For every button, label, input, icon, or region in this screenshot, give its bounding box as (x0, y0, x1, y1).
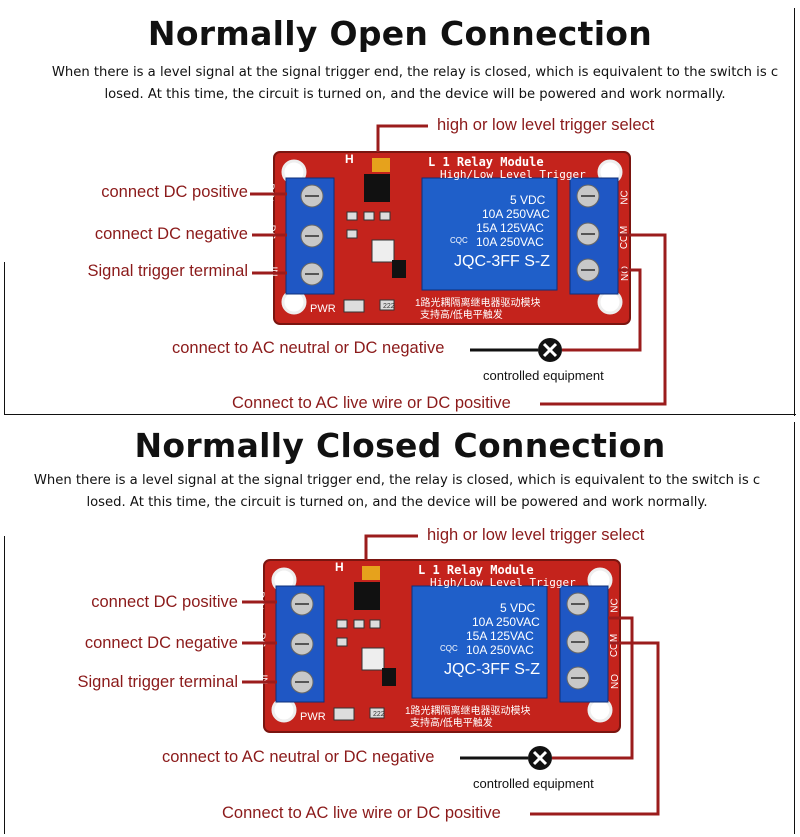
ac-neutral-label: connect to AC neutral or DC negative (162, 748, 435, 766)
wiring-lines (242, 534, 660, 816)
relay-rating-1: 10A 250VAC (472, 615, 540, 629)
smd-code: 222 (383, 303, 395, 310)
description-line-2: losed. At this time, the circuit is turn… (104, 87, 726, 102)
relay-rating-3: 10A 250VAC (476, 235, 544, 249)
outer-frame (4, 8, 795, 416)
left-frame-line (4, 262, 5, 414)
chinese-label-2: 支持高/低电平触发 (410, 718, 493, 729)
section-title: Normally Closed Connection (134, 426, 666, 465)
right-frame-line (794, 422, 795, 834)
relay-module-illustration (263, 559, 621, 733)
relay-rating-2: 15A 125VAC (476, 221, 544, 235)
normally-closed-section: Normally Closed Connection When there is… (0, 418, 800, 837)
relay-module-board (262, 558, 622, 739)
smd-code: 222 (373, 711, 385, 718)
pwr-label: PWR (300, 711, 326, 723)
relay-rating-2: 15A 125VAC (466, 629, 534, 643)
module-title: L 1 Relay Module (428, 155, 544, 169)
controlled-equipment-label: controlled equipment (483, 368, 604, 383)
relay-voltage: 5 VDC (500, 601, 536, 615)
chinese-label-1: 1路光耦隔离继电器驱动模块 (415, 298, 541, 309)
relay-module-board (272, 150, 632, 331)
chinese-label-1: 1路光耦隔离继电器驱动模块 (405, 706, 531, 717)
module-subtitle: High/Low Level Trigger (440, 168, 586, 181)
relay-rating-3: 10A 250VAC (466, 643, 534, 657)
cqc-mark: CQC (450, 236, 468, 245)
relay-model: JQC-3FF S-Z (454, 253, 550, 270)
normally-open-section: Normally Open Connection When there is a… (0, 0, 800, 418)
dc-positive-label: connect DC positive (101, 183, 248, 201)
wiring-lines (250, 124, 667, 406)
ac-live-label: Connect to AC live wire or DC positive (222, 804, 501, 822)
trigger-select-label: high or low level trigger select (437, 116, 655, 134)
dc-positive-label: connect DC positive (91, 593, 238, 611)
relay-voltage: 5 VDC (510, 193, 546, 207)
description-line-1: When there is a level signal at the sign… (51, 65, 779, 80)
controlled-equipment-label: controlled equipment (473, 776, 594, 791)
dc-negative-label: connect DC negative (84, 634, 238, 652)
signal-terminal-label: Signal trigger terminal (77, 673, 239, 691)
module-title: L 1 Relay Module (418, 563, 534, 577)
ac-live-label: Connect to AC live wire or DC positive (232, 394, 511, 412)
chinese-label-2: 支持高/低电平触发 (420, 310, 503, 321)
relay-module-illustration (273, 151, 631, 325)
section-description: When there is a level signal at the sign… (40, 62, 790, 106)
dc-negative-label: connect DC negative (94, 225, 248, 243)
signal-terminal-label: Signal trigger terminal (87, 262, 249, 280)
description-line-1: When there is a level signal at the sign… (33, 473, 761, 488)
pwr-label: PWR (310, 303, 336, 315)
bottom-frame-line (4, 414, 796, 415)
section-description: When there is a level signal at the sign… (22, 470, 772, 514)
description-line-2: losed. At this time, the circuit is turn… (86, 495, 708, 510)
ac-neutral-label: connect to AC neutral or DC negative (172, 339, 445, 357)
left-frame-line (4, 536, 5, 834)
trigger-select-label: high or low level trigger select (427, 526, 645, 544)
relay-model: JQC-3FF S-Z (444, 661, 540, 678)
section-title: Normally Open Connection (147, 14, 653, 53)
jumper-h-label: H (345, 152, 354, 166)
cqc-mark: CQC (440, 644, 458, 653)
relay-rating-1: 10A 250VAC (482, 207, 550, 221)
jumper-h-label: H (335, 560, 344, 574)
module-subtitle: High/Low Level Trigger (430, 576, 576, 589)
